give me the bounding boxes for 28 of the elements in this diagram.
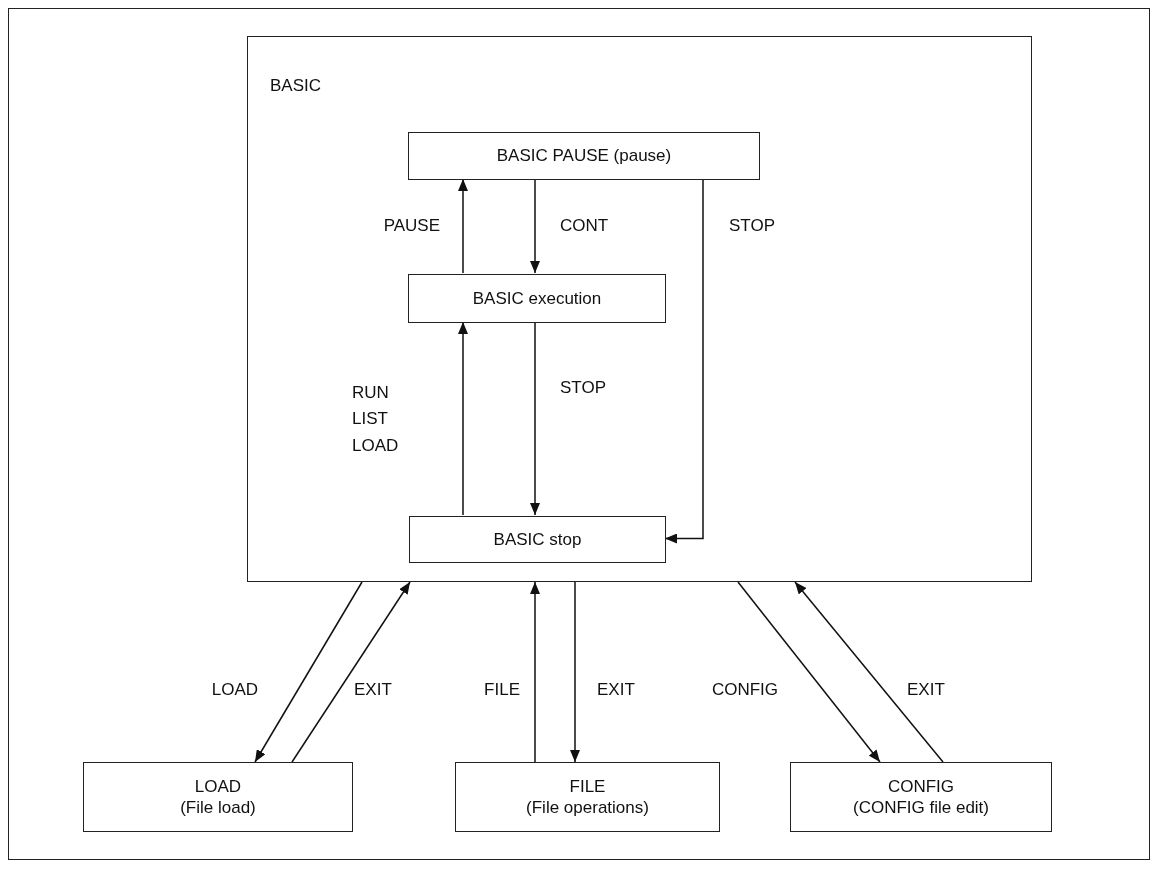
state-box — [455, 762, 720, 832]
arrow — [458, 321, 468, 516]
arrow — [254, 581, 363, 763]
state-text: FILE — [569, 775, 606, 797]
state-text: BASIC stop — [493, 528, 582, 551]
group-heading: BASIC — [270, 75, 322, 97]
state-box — [83, 762, 353, 832]
arrow — [530, 178, 540, 274]
arrow — [664, 178, 704, 544]
state-text: (CONFIG file edit) — [853, 797, 989, 819]
arrow — [737, 581, 881, 763]
arrow — [530, 581, 540, 763]
arrow — [530, 321, 540, 516]
state-box — [790, 762, 1052, 832]
arrow — [458, 178, 468, 274]
state-box — [408, 274, 666, 323]
arrow — [570, 581, 580, 763]
group-box — [247, 36, 1032, 582]
state-text: (File operations) — [526, 797, 649, 819]
state-text: (File load) — [180, 797, 256, 819]
state-text: BASIC execution — [472, 287, 602, 310]
state-text: CONFIG — [887, 775, 955, 797]
state-text: LOAD — [194, 775, 242, 797]
state-box — [408, 132, 760, 180]
state-box — [409, 516, 666, 563]
state-text: BASIC PAUSE (pause) — [496, 145, 672, 167]
arrow — [794, 581, 944, 763]
arrow — [291, 581, 411, 763]
